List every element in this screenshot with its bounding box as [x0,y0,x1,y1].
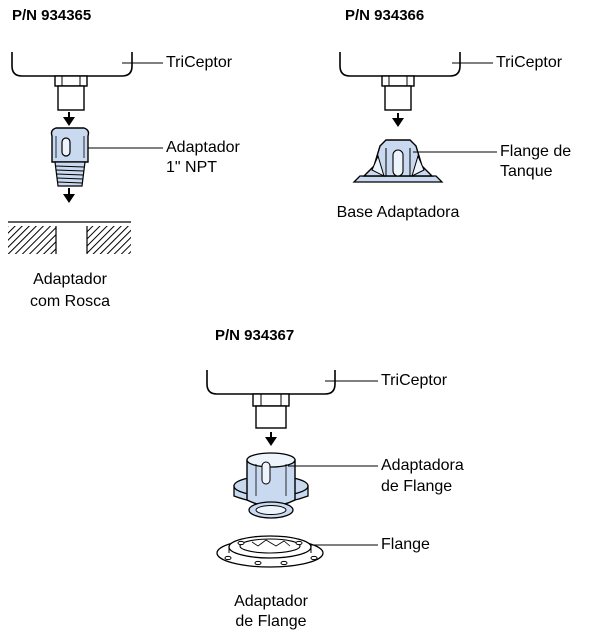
caption-1-line2: com Rosca [29,293,111,310]
threaded-tank-wall [8,221,131,254]
down-arrow-icon [392,113,404,127]
triceptor-unit-3 [206,370,336,429]
flange-label: Flange [381,536,430,553]
caption-2: Base Adaptadora [336,204,460,221]
down-arrow-icon [63,188,75,203]
adapter-label-2-line2: Tanque [500,163,553,180]
caption-1-line1: Adaptador [33,271,107,288]
part-number-3: P/N 934367 [215,327,295,344]
flange-adapter-part [233,452,309,519]
down-arrow-icon [265,432,277,446]
flange-ring-part [216,535,324,568]
triceptor-label-1: TriCeptor [166,54,233,71]
adapter-label-1-line2: 1" NPT [166,159,218,176]
adapter-label-3-line1: Adaptadora [381,457,464,474]
part-number-1: P/N 934365 [12,7,92,24]
npt-adapter-part [50,127,90,187]
part-number-2: P/N 934366 [345,7,425,24]
triceptor-label-3: TriCeptor [381,372,448,389]
caption-3-line2: de Flange [235,613,307,630]
caption-3-line1: Adaptador [234,593,308,610]
adapter-label-1-line1: Adaptador [166,139,240,156]
tank-flange-base-part [352,139,444,183]
adapter-label-3-line2: de Flange [381,478,453,495]
triceptor-unit-1 [11,52,133,111]
adapter-label-2-line1: Flange de [500,143,572,160]
down-arrow-icon [63,112,75,126]
triceptor-unit-2 [339,52,461,111]
triceptor-label-2: TriCeptor [496,54,563,71]
